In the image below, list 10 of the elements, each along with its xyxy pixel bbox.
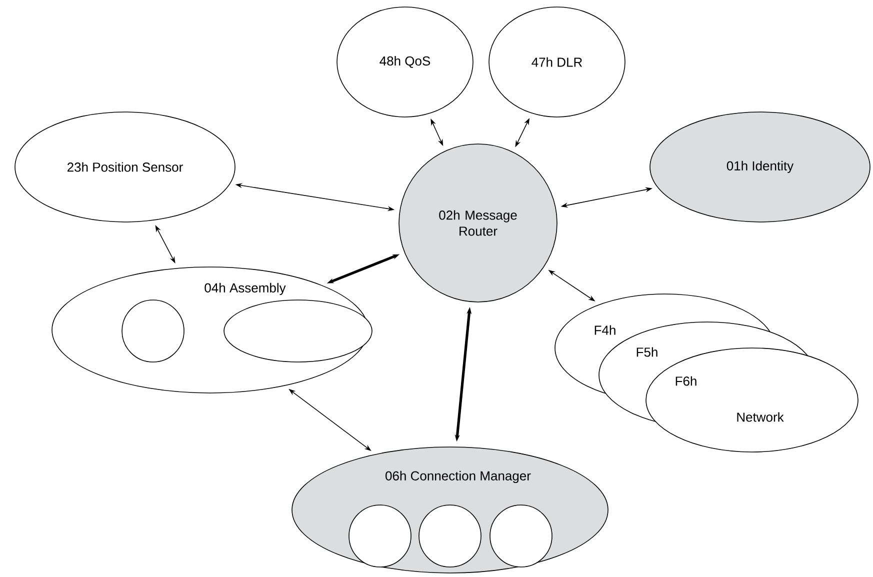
ellipse-node: 48h QoS bbox=[336, 6, 474, 118]
circle-shape bbox=[122, 300, 184, 362]
ellipse-node: 47h DLR bbox=[488, 6, 626, 118]
circle-shape bbox=[348, 504, 412, 568]
ellipse-node: 02h Message Router bbox=[398, 144, 558, 302]
ellipse-node: 01h Identity bbox=[650, 112, 870, 222]
ellipse-node: 23h Position Sensor bbox=[14, 112, 236, 222]
circle-shape bbox=[490, 504, 552, 568]
ellipse-shape bbox=[224, 300, 372, 362]
circle-shape bbox=[418, 504, 482, 568]
